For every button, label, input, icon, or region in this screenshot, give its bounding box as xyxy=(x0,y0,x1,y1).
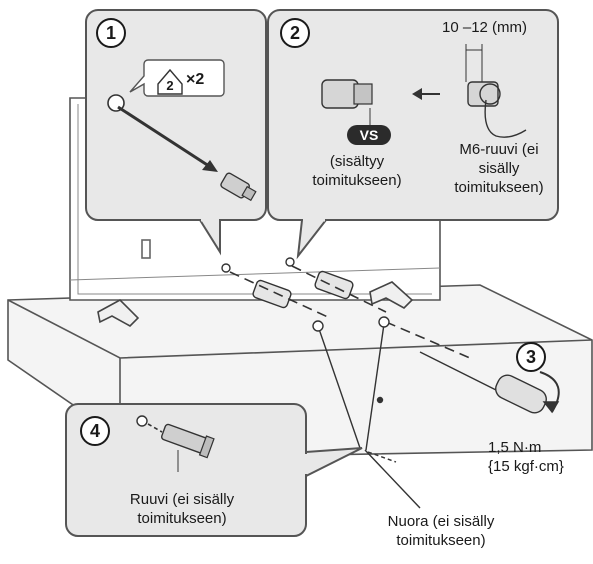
step-number-2: 2 xyxy=(280,18,310,48)
cord-label: Nuora (ei sisälly toimitukseen) xyxy=(366,512,516,550)
step-number-3: 3 xyxy=(516,342,546,372)
torque-label: 1,5 N·m {15 kgf·cm} xyxy=(488,438,564,476)
panel-2 xyxy=(268,10,558,256)
badge-multiplier: ×2 xyxy=(186,70,204,89)
m6-screw-label: M6-ruuvi (ei sisälly toimitukseen) xyxy=(440,140,558,197)
included-spacer-label: (sisältyy toimitukseen) xyxy=(302,152,412,190)
vs-badge-label: VS xyxy=(347,126,391,144)
step-number-1: 1 xyxy=(96,18,126,48)
wall-screw-label: Ruuvi (ei sisälly toimitukseen) xyxy=(92,490,272,528)
badge-number: 2 xyxy=(164,76,176,95)
step-number-4: 4 xyxy=(80,416,110,446)
dimension-label: 10 –12 (mm) xyxy=(442,18,527,37)
